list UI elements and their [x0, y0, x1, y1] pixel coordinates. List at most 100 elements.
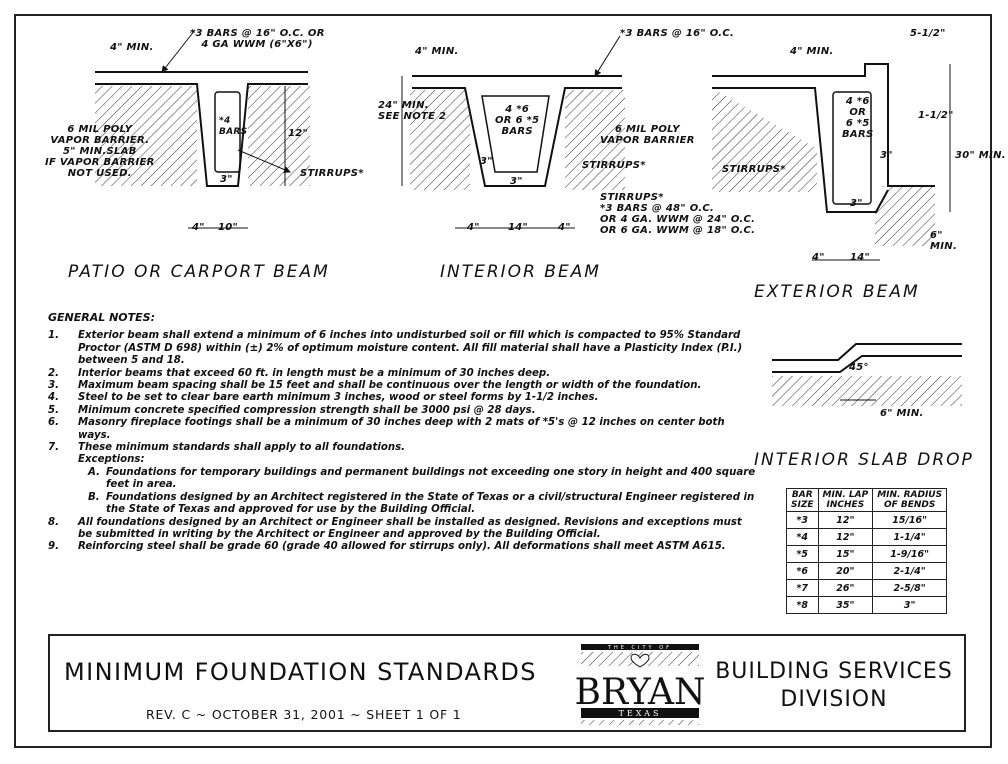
slab-drop-soil [772, 376, 962, 406]
exterior-cover-label: 3" [850, 198, 863, 209]
slab-drop-outline [772, 343, 962, 373]
table-cell: 15" [817, 545, 874, 563]
note-item: 3.Maximum beam spacing shall be 15 feet … [48, 380, 758, 392]
table-cell: *4 [786, 528, 819, 546]
table-cell: 3" [872, 596, 948, 614]
note-text: Minimum concrete specified compression s… [78, 404, 536, 416]
note-item: 5. Minimum concrete specified compression… [48, 405, 758, 417]
note-number: 5. [48, 404, 59, 416]
exterior-beam-outline [712, 63, 935, 213]
patio-depth-label: 12" [288, 128, 309, 139]
exception-item: B. Foundations designed by an Architect r… [48, 492, 758, 517]
header-min-radius: MIN. RADIUS OF BENDS [872, 488, 948, 512]
table-cell: 2-1/4" [872, 562, 948, 580]
patio-title: PATIO OR CARPORT BEAM [68, 262, 330, 282]
note-text: Foundations designed by an Architect reg… [106, 491, 755, 516]
patio-rebar-note: *3 BARS @ 16" O.C. OR 4 GA WWM (6"X6") [190, 28, 325, 50]
general-notes: GENERAL NOTES: 1. Exterior beam shall ext… [48, 311, 758, 554]
table-cell: 35" [817, 596, 874, 614]
interior-rebar-leader [594, 35, 621, 77]
patio-soil-left [95, 86, 197, 186]
title-block: MINIMUM FOUNDATION STANDARDS REV. C ~ OC… [48, 634, 966, 732]
division-title: BUILDING SERVICES DIVISION [715, 659, 953, 712]
table-cell: 20" [817, 562, 874, 580]
main-title: MINIMUM FOUNDATION STANDARDS [64, 658, 537, 686]
logo-name: BRYAN [575, 672, 705, 713]
exterior-bars-label: 4 *6 OR 6 *5 BARS [842, 96, 874, 140]
exterior-cover-side: 3" [880, 150, 893, 161]
table-cell: 2-5/8" [872, 579, 948, 597]
table-cell: 1-1/4" [872, 528, 948, 546]
note-item: 6. Masonry fireplace footings shall be a … [48, 417, 758, 442]
interior-stirrups-label: STIRRUPS* [582, 160, 646, 171]
note-text: Reinforcing steel shall be grade 60 (gra… [78, 541, 726, 553]
exterior-title: EXTERIOR BEAM [754, 282, 920, 302]
note-number: 3. [48, 380, 59, 392]
note-text: Masonry fireplace footings shall be a mi… [78, 417, 725, 441]
table-cell: 12" [817, 511, 874, 529]
interior-rebar-note: *3 BARS @ 16" O.C. [620, 28, 735, 39]
header-min-lap: MIN. LAP INCHES [817, 488, 874, 512]
interior-dim-left: 4" [467, 222, 480, 233]
note-item: 7. These minimum standards shall apply to… [48, 442, 758, 454]
interior-bars-label: 4 *6 OR 6 *5 BARS [495, 104, 540, 137]
note-number: 2. [48, 367, 59, 379]
note-number: 4. [48, 392, 59, 404]
table-cell: *3 [786, 511, 819, 529]
note-item: 8. All foundations designed by an Archite… [48, 517, 758, 542]
interior-cover-side: 3" [480, 156, 493, 167]
revision-line: REV. C ~ OCTOBER 31, 2001 ~ SHEET 1 OF 1 [146, 707, 462, 722]
slab-drop-min6: 6" MIN. [880, 408, 924, 419]
slab-drop-angle: 45° [849, 362, 869, 373]
interior-dim-width: 14" [508, 222, 529, 233]
patio-dim-left: 4" [192, 222, 205, 233]
logo-state: TEXAS [619, 709, 662, 718]
patio-stirrup [214, 91, 241, 173]
interior-soil-right [565, 90, 625, 190]
drawing-border [14, 14, 992, 748]
patio-rebar-leader [161, 29, 196, 73]
patio-min4-label: 4" MIN. [110, 42, 154, 53]
note-text: Exterior beam shall extend a minimum of … [78, 330, 743, 367]
note-number: 6. [48, 417, 59, 429]
table-header-row: BAR SIZE MIN. LAP INCHES MIN. RADIUS OF … [786, 488, 948, 512]
note-number: B. [88, 491, 100, 503]
note-item: 2.Interior beams that exceed 60 ft. in l… [48, 368, 758, 380]
exterior-embed-label: 6" MIN. [930, 230, 958, 252]
note-number: 8. [48, 516, 59, 528]
interior-stirrup-note: STIRRUPS* *3 BARS @ 48" O.C. OR 4 GA. WW… [600, 192, 756, 236]
patio-beam-section [95, 29, 310, 229]
patio-soil-right [248, 86, 310, 186]
note-text: Foundations for temporary buildings and … [106, 466, 756, 491]
interior-min4-label: 4" MIN. [415, 46, 459, 57]
table-cell: 1-9/16" [872, 545, 948, 563]
notes-heading: GENERAL NOTES: [48, 311, 155, 324]
interior-soil-left [410, 90, 470, 190]
interior-dim-right: 4" [558, 222, 571, 233]
note-number: 9. [48, 541, 59, 553]
table-cell: 15/16" [872, 511, 948, 529]
note-text: All foundations designed by an Architect… [78, 516, 742, 540]
exterior-dim-width: 14" [850, 252, 871, 263]
table-cell: 12" [817, 528, 874, 546]
exception-item: A.Foundations for temporary buildings an… [48, 467, 758, 492]
patio-bars-label: *4 BARS [219, 116, 248, 137]
note-text: These minimum standards shall apply to a… [78, 442, 405, 454]
slab-drop-title: INTERIOR SLAB DROP [754, 450, 974, 470]
table-cell: *7 [786, 579, 819, 597]
exterior-min4-label: 4" MIN. [790, 46, 834, 57]
patio-dim-width: 10" [218, 222, 239, 233]
exterior-depth-label: 30" MIN. [955, 150, 1006, 161]
exceptions-label: Exceptions: [78, 454, 145, 466]
note-number: 1. [48, 330, 59, 342]
table-cell: *6 [786, 562, 819, 580]
city-of-bryan-logo: THE CITY OF BRYAN TEXAS [575, 644, 705, 725]
note-number: 7. [48, 442, 59, 454]
patio-stirrups-label: STIRRUPS* [300, 168, 364, 179]
table-cell: *5 [786, 545, 819, 563]
